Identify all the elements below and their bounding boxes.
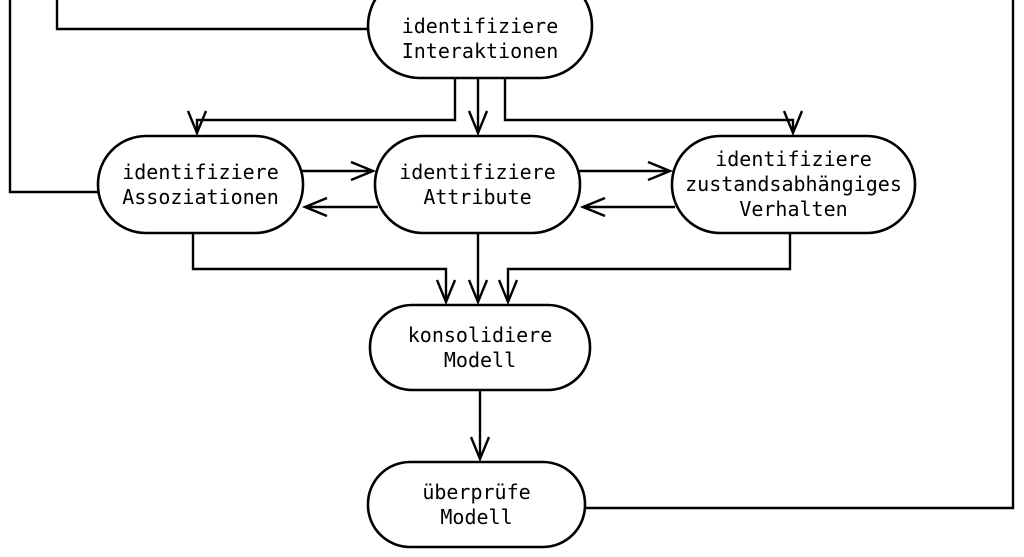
edge-assoziationen-to-konsolidiere (191, 233, 457, 306)
edge-attribute-to-verhalten (578, 160, 674, 182)
edge-verhalten-to-attribute (579, 196, 675, 218)
edge-assoziationen-to-attribute (300, 160, 377, 182)
edge-interaktionen-to-attribute (467, 78, 489, 137)
edge-interaktionen-to-attribute-arrowhead (467, 110, 489, 137)
edge-konsolidiere-to-ueberpruefe (469, 390, 491, 463)
node-identifiziere-assoziationen-shape[interactable] (96, 134, 305, 235)
node-ueberpruefe-modell-shape[interactable] (366, 460, 587, 549)
node-identifiziere-attribute-shape[interactable] (373, 134, 582, 235)
nodes-layer (96, 0, 917, 549)
edge-verhalten-to-konsolidiere-arrowhead (497, 279, 519, 306)
edge-attribute-to-assoziationen-arrowhead (301, 196, 328, 218)
edge-verhalten-to-attribute-arrowhead (579, 196, 606, 218)
edge-feedback-left-to-assoziationen (8, 0, 105, 194)
edge-assoziationen-to-attribute-arrowhead (350, 160, 377, 182)
edge-interaktionen-to-assoziationen-arrowhead (186, 110, 208, 137)
edge-assoziationen-to-konsolidiere-line (191, 233, 448, 302)
edge-attribute-to-konsolidiere (467, 233, 489, 306)
edge-verhalten-to-konsolidiere-line (506, 233, 792, 302)
edge-interaktionen-to-verhalten-line (503, 78, 795, 133)
edges-layer (8, 0, 1015, 510)
edge-ueberpruefe-feedback-right (585, 0, 1015, 510)
edge-assoziationen-to-konsolidiere-arrowhead (435, 279, 457, 306)
edge-feedback-top-to-interaktionen (55, 0, 382, 31)
edge-feedback-left-to-assoziationen-line (8, 0, 105, 194)
edge-interaktionen-to-assoziationen (186, 78, 457, 137)
edge-attribute-to-verhalten-arrowhead (647, 160, 674, 182)
node-identifiziere-zustandsabhaengiges-verhalten-shape[interactable] (670, 134, 917, 235)
edge-interaktionen-to-verhalten-arrowhead (782, 110, 804, 137)
node-identifiziere-interaktionen-shape[interactable] (366, 0, 594, 80)
edge-interaktionen-to-verhalten (503, 78, 804, 137)
edge-interaktionen-to-assoziationen-line (195, 78, 457, 133)
edge-ueberpruefe-feedback-right-line (585, 0, 1015, 510)
node-konsolidiere-modell-shape[interactable] (368, 303, 592, 392)
edge-feedback-top-to-interaktionen-line (55, 0, 382, 31)
edge-konsolidiere-to-ueberpruefe-arrowhead (469, 436, 491, 463)
edge-attribute-to-konsolidiere-arrowhead (467, 279, 489, 306)
edge-verhalten-to-konsolidiere (497, 233, 792, 306)
edge-attribute-to-assoziationen (301, 196, 378, 218)
